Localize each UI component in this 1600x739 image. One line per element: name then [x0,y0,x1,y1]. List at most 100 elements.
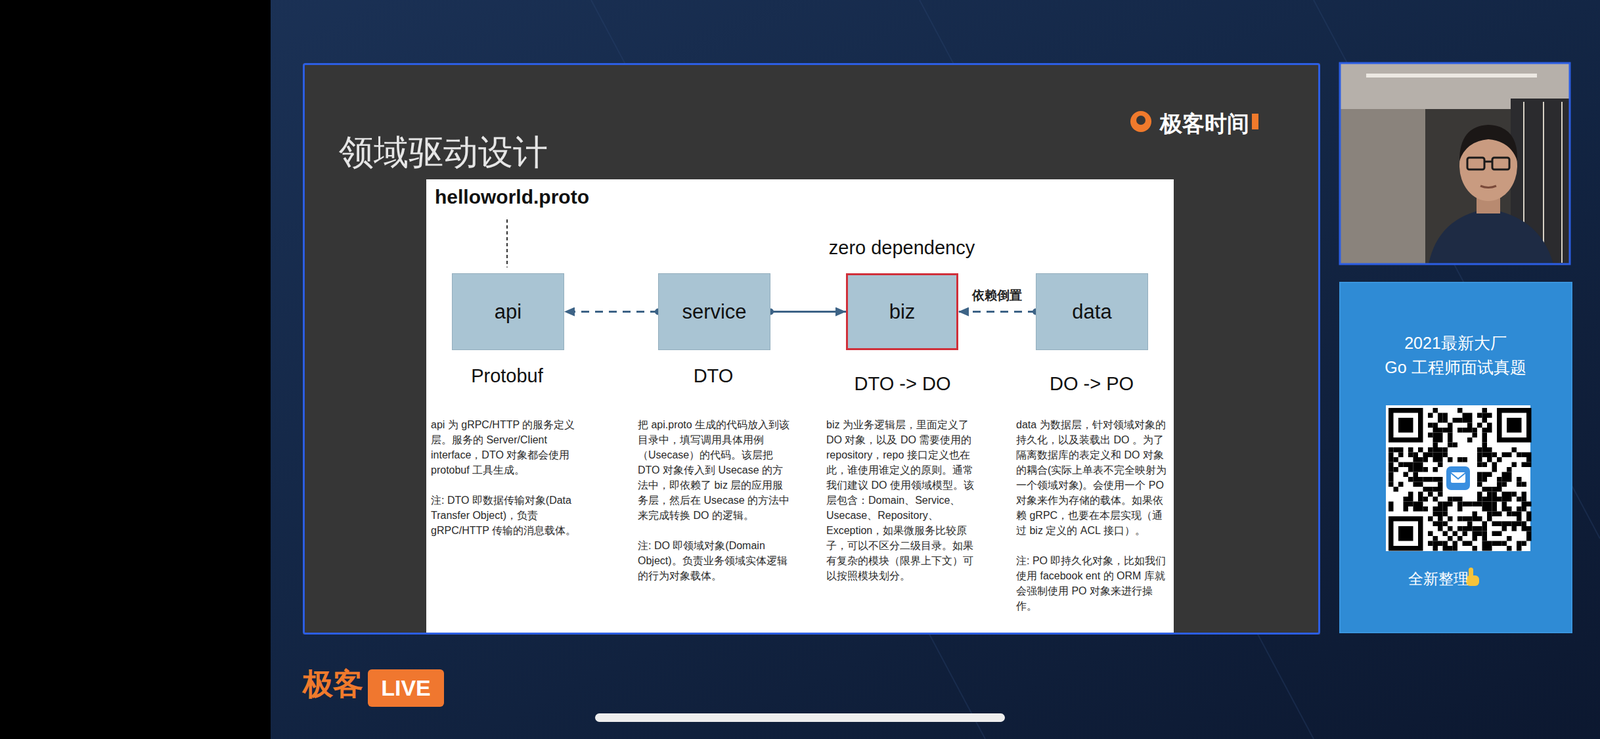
qr-module [1457,427,1463,433]
qr-module [1437,452,1444,458]
qr-module [1516,545,1522,552]
layer-box: biz [845,273,959,351]
layer-box: api [451,273,565,351]
qr-module [1477,457,1483,463]
qr-finders [1388,407,1532,552]
qr-module [1427,413,1434,419]
qr-module [1521,541,1528,547]
qr-module [1388,482,1394,488]
qr-module [1437,486,1444,492]
qr-module [1388,472,1394,478]
qr-module [1477,472,1483,478]
qr-module [1403,496,1409,502]
qr-module [1437,447,1444,453]
qr-module [1492,466,1498,473]
qr-module [1482,535,1488,542]
qr-module [1443,413,1449,419]
qr-module [1388,452,1394,458]
qr-module [1482,476,1488,483]
qr-module [1502,491,1508,498]
qr-module [1521,501,1528,508]
qr-module [1418,466,1424,473]
qr-module [1388,501,1394,508]
webcam-frame [1339,63,1570,265]
qr-module [1443,501,1449,508]
qr-module [1502,521,1508,527]
qr-module [1492,501,1498,508]
qr-module [1487,472,1493,478]
glasses-bridge [1484,160,1493,163]
qr-module [1467,437,1473,443]
qr-module [1492,521,1498,527]
qr-finder [1388,407,1424,443]
qr-module [1521,506,1528,512]
edge-label: 依赖倒置 [970,287,1024,305]
qr-finder [1398,417,1414,433]
qr-module [1437,491,1444,498]
qr-module [1511,447,1518,453]
qr-module [1526,511,1532,517]
layer-caption: DTO -> DO [854,372,952,396]
qr-module [1502,541,1508,547]
qr-module [1487,496,1493,502]
qr-module [1437,511,1444,517]
qr-module [1492,506,1498,512]
qr-module [1413,482,1419,488]
qr-module [1437,516,1444,522]
qr-module [1433,432,1439,439]
qr-module [1482,521,1488,527]
qr-module [1467,526,1473,532]
qr-module [1457,407,1463,414]
qr-module [1437,413,1444,419]
qr-module [1437,506,1444,512]
qr-module [1526,535,1532,542]
qr-module [1437,462,1444,468]
qr-module [1413,472,1419,478]
qr-module [1437,526,1444,532]
qr-module [1472,511,1478,517]
qr-module [1482,442,1488,448]
qr-module [1516,511,1522,517]
description-text: data 为数据层，针对领域对象的持久化，以及装载出 DO 。为了隔离数据库的表… [1016,417,1171,538]
qr-module [1437,427,1444,433]
qr-module [1492,486,1498,492]
layer-name: service [681,299,747,324]
qr-icon-envelope [1450,472,1466,483]
qr-module [1452,545,1459,552]
qr-module [1423,496,1429,502]
qr-module [1521,496,1528,502]
qr-module [1482,545,1488,552]
qr-module [1413,462,1419,468]
qr-module [1521,491,1528,498]
qr-module [1487,452,1493,458]
logo-tag [1251,113,1259,130]
dependency-arrow [564,310,659,313]
qr-module [1502,452,1508,458]
qr-module [1502,482,1508,488]
qr-module [1482,417,1488,423]
qr-module [1487,506,1493,512]
layer-name: data [1071,299,1112,324]
layer-box: data [1035,273,1149,351]
qr-module [1447,437,1453,443]
qr-module [1452,531,1459,537]
qr-module [1433,452,1439,458]
live-badge: LIVE [367,669,445,707]
qr-module [1482,462,1488,468]
qr-module [1437,457,1444,463]
qr-module [1506,511,1512,517]
qr-module [1467,516,1473,522]
qr-module [1433,427,1439,433]
heading-label: zero dependency [828,236,976,260]
qr-module [1447,432,1453,439]
qr-module [1427,516,1434,522]
qr-module [1487,511,1493,517]
qr-icon-envelope [1450,472,1466,479]
diagram-ground [426,179,1174,633]
qr-module [1403,506,1409,512]
person-hair [1459,124,1518,161]
qr-finder [1506,417,1522,433]
qr-module [1511,462,1518,468]
